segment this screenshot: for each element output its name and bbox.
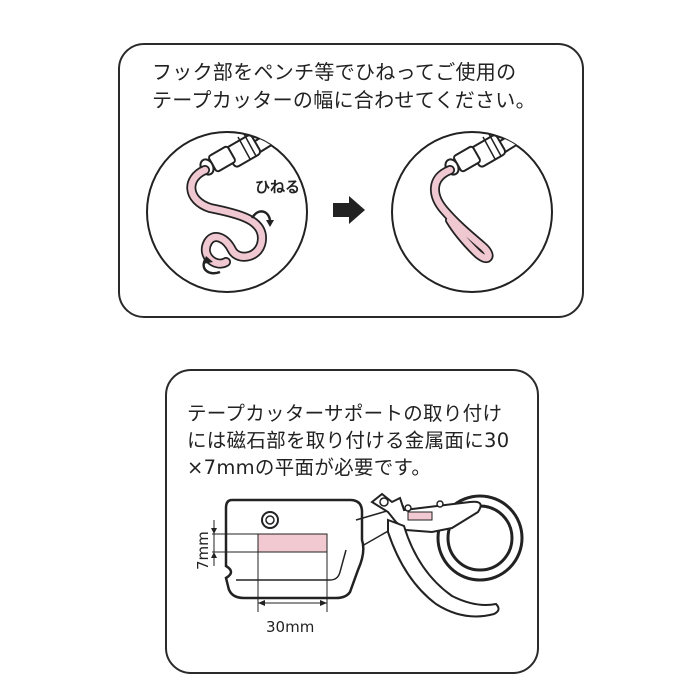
requirement-line-2: には磁石部を取り付ける金属面に30 bbox=[187, 429, 510, 452]
width-dimension-label: 30mm bbox=[266, 618, 314, 636]
instruction-line-1: フック部をペンチ等でひねってご使用の bbox=[152, 60, 517, 84]
requirement-line-3: ×7mmの平面が必要です。 bbox=[187, 456, 432, 479]
right-arrow-icon bbox=[333, 196, 365, 224]
twist-label: ひねる bbox=[255, 178, 300, 196]
twist-arrow-icon bbox=[202, 210, 274, 275]
cable-ferrule bbox=[199, 133, 262, 176]
requirement-line-1: テープカッターサポートの取り付け bbox=[187, 402, 503, 425]
hook-after-illustration bbox=[391, 131, 553, 293]
mounting-requirement-text: テープカッターサポートの取り付け には磁石部を取り付ける金属面に30 ×7mmの… bbox=[187, 400, 509, 481]
height-dimension-label: 7mm bbox=[194, 531, 212, 570]
flat-surface-highlight bbox=[257, 533, 328, 553]
instruction-line-2: テープカッターの幅に合わせてください。 bbox=[152, 88, 536, 112]
magnet-mount-diagram: 7mm 30mm bbox=[194, 492, 524, 636]
tape-cutter-illustration bbox=[370, 492, 524, 618]
hook-before-illustration: ひねる bbox=[146, 131, 308, 293]
hook-instruction-text: フック部をペンチ等でひねってご使用の テープカッターの幅に合わせてください。 bbox=[152, 58, 536, 114]
